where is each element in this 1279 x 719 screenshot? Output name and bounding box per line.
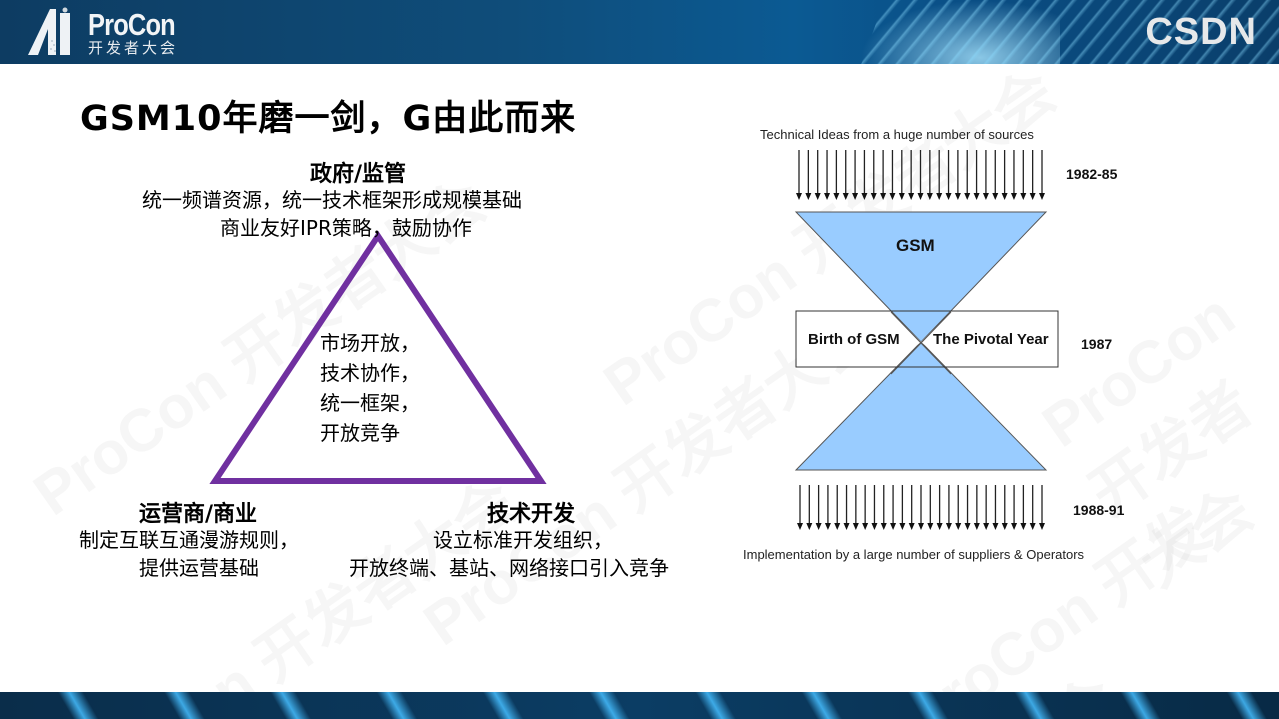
top-caption: Technical Ideas from a huge number of so… <box>760 127 1034 142</box>
center-line-2: 技术协作， <box>320 361 420 385</box>
footer-light-streaks <box>0 692 1279 719</box>
bottom-caption: Implementation by a large number of supp… <box>743 547 1085 562</box>
logo-brand-text: ProCon <box>88 6 176 42</box>
ai-logo-icon <box>26 7 84 57</box>
logo-subtitle: 开发者大会 <box>88 38 179 57</box>
pivotal-year-label: The Pivotal Year <box>933 331 1049 348</box>
center-line-4: 开放竞争 <box>320 421 400 445</box>
node-tech-line-2: 开放终端、基站、网络接口引入竞争 <box>349 556 669 580</box>
node-government-line-2: 商业友好IPR策略，鼓励协作 <box>220 216 472 240</box>
year-1982-85: 1982-85 <box>1066 166 1118 182</box>
header-banner: ProCon 开发者大会 CSDN <box>0 0 1279 64</box>
center-line-1: 市场开放， <box>320 331 420 355</box>
node-operator-line-2: 提供运营基础 <box>139 556 259 580</box>
slide-title: GSM10年磨一剑，G由此而来 <box>80 99 577 139</box>
center-line-3: 统一框架， <box>320 391 420 415</box>
stakeholder-triangle <box>209 230 547 484</box>
node-tech-title: 技术开发 <box>487 502 576 527</box>
banner-glow <box>860 0 1060 64</box>
node-government-line-1: 统一频谱资源，统一技术框架形成规模基础 <box>142 188 522 212</box>
node-operator-title: 运营商/商业 <box>139 502 258 527</box>
procon-logo: ProCon 开发者大会 <box>26 6 194 58</box>
node-operator-line-1: 制定互联互通漫游规则， <box>79 528 299 552</box>
year-1987: 1987 <box>1081 336 1113 352</box>
csdn-logo: CSDN <box>1145 11 1257 53</box>
triangle-center-text: 市场开放， 技术协作， 统一框架， 开放竞争 <box>320 328 420 448</box>
gsm-label: GSM <box>896 236 935 255</box>
node-government-title: 政府/监管 <box>310 162 407 187</box>
birth-of-gsm-label: Birth of GSM <box>808 331 900 348</box>
year-1988-91: 1988-91 <box>1073 502 1125 518</box>
node-tech-line-1: 设立标准开发组织， <box>433 528 613 552</box>
footer-banner <box>0 692 1279 719</box>
